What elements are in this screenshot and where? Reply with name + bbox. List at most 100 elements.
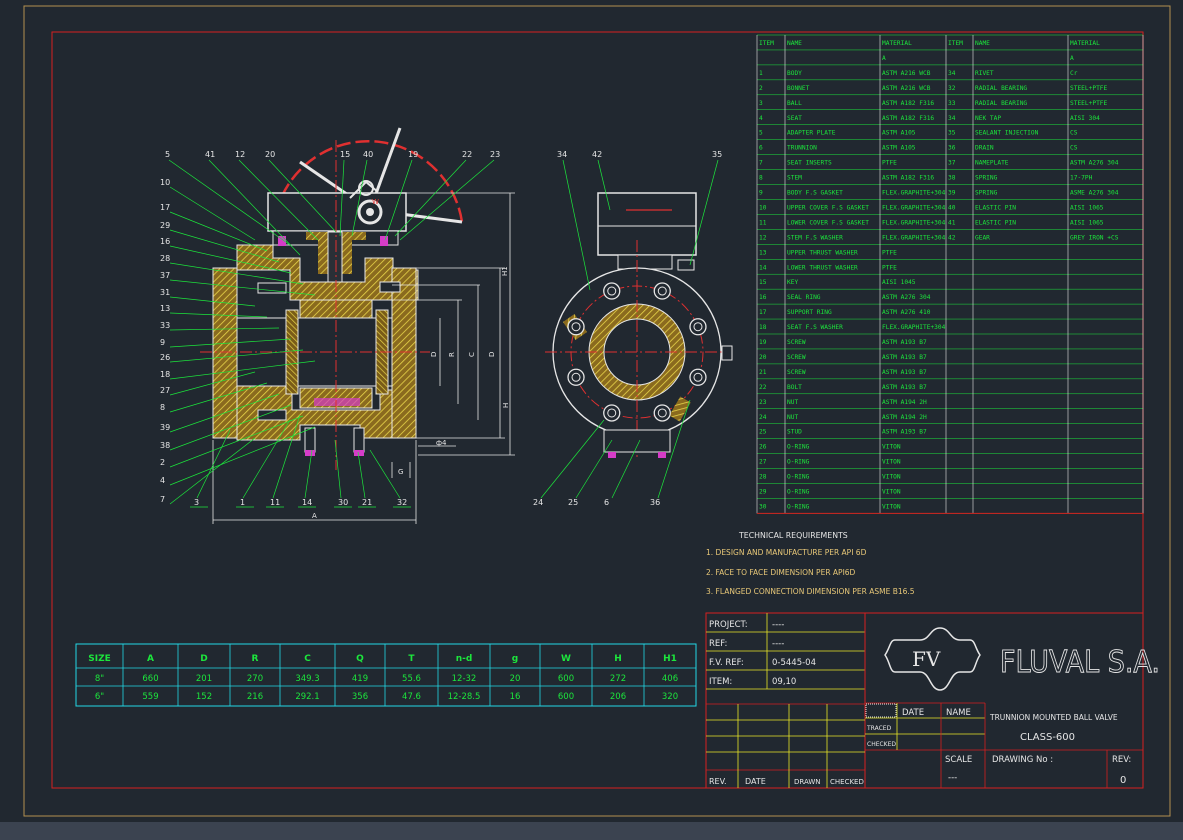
- project-field-label: ITEM:: [709, 677, 732, 687]
- side-view-leader-lines: [168, 159, 495, 508]
- parts-item-name: BONNET: [787, 85, 810, 92]
- leader-line: [689, 159, 719, 266]
- bolt-hole: [689, 368, 707, 386]
- parts-item-name: ADAPTER PLATE: [787, 130, 836, 137]
- parts-item-name: BALL: [787, 100, 802, 107]
- parts-item-number: 42: [948, 234, 956, 241]
- leader-line: [304, 449, 313, 499]
- size-table-header: g: [512, 654, 518, 664]
- logo-bracket-right: [939, 627, 981, 691]
- parts-item-material: STEEL+PTFE: [1070, 100, 1108, 107]
- dim-label-a: A: [312, 512, 317, 520]
- parts-item-number: 28: [759, 474, 767, 481]
- parts-item-number: 22: [759, 384, 767, 391]
- leader-line: [384, 159, 413, 241]
- leader-line: [238, 159, 319, 241]
- project-field-label: REF:: [709, 639, 727, 649]
- logo-company-name: FLUVAL S.A.: [1000, 645, 1160, 680]
- parts-item-number: 11: [759, 219, 767, 226]
- parts-item-number: 5: [759, 130, 763, 137]
- leader-line: [339, 159, 345, 237]
- bolt-nut: [571, 322, 581, 332]
- tech-req-item: 3. FLANGED CONNECTION DIMENSION PER ASME…: [706, 587, 915, 596]
- balloon-label: 30: [338, 498, 348, 507]
- parts-item-material: Cr: [1070, 70, 1078, 77]
- parts-item-number: 9: [759, 190, 763, 197]
- size-table-cell: 12-28.5: [448, 692, 481, 702]
- dim-label-h: H: [502, 403, 510, 408]
- bolt-nut: [657, 408, 667, 418]
- size-table-cell: 292.1: [295, 692, 319, 702]
- company-logo: FV FLUVAL S.A.: [884, 627, 1160, 691]
- parts-item-number: 34: [948, 70, 956, 77]
- balloon-label: 7: [160, 495, 165, 504]
- tb-scale-label: SCALE: [945, 755, 972, 765]
- parts-item-name: STEM: [787, 175, 802, 182]
- parts-item-number: 19: [759, 339, 767, 346]
- leader-line: [242, 419, 291, 499]
- end-view: [545, 192, 733, 460]
- parts-header: MATERIAL: [882, 40, 912, 47]
- size-table-header: n-d: [456, 654, 473, 664]
- leader-line: [351, 159, 368, 237]
- parts-item-number: 15: [759, 279, 767, 286]
- parts-item-name: TRUNNION: [787, 145, 817, 152]
- bolt-hole: [567, 368, 585, 386]
- leader-line: [394, 159, 467, 237]
- parts-item-material: AISI 304: [1070, 115, 1100, 122]
- parts-item-material: VITON: [882, 444, 901, 451]
- size-table-header: H1: [663, 654, 677, 664]
- parts-item-material: ASTM A216 WCB: [882, 70, 931, 77]
- size-table-header: C: [304, 654, 311, 664]
- balloon-label: 31: [160, 288, 170, 297]
- parts-item-material: PTFE: [882, 249, 897, 256]
- parts-item-material: AISI 1065: [1070, 219, 1104, 226]
- parts-item-material: VITON: [882, 503, 901, 510]
- parts-item-material: VITON: [882, 489, 901, 496]
- leader-line: [169, 229, 280, 263]
- parts-item-number: 30: [759, 503, 767, 510]
- parts-item-material: ASTM A193 B7: [882, 429, 927, 436]
- size-table-cell: 6": [95, 692, 104, 702]
- parts-item-number: 25: [759, 429, 767, 436]
- rev-header: REV.: [709, 777, 727, 786]
- size-table-header: R: [252, 654, 259, 664]
- bolt-hole: [603, 404, 621, 422]
- size-table-cell: 270: [247, 674, 263, 684]
- balloon-label: 39: [160, 423, 170, 432]
- status-bar: [0, 822, 1183, 840]
- parts-item-material: VITON: [882, 474, 901, 481]
- parts-item-material: ASTM A182 F316: [882, 175, 934, 182]
- parts-item-material: ASTM A193 B7: [882, 339, 927, 346]
- bolt-hole: [653, 282, 671, 300]
- parts-item-material: FLEX.GRAPHITE+304: [882, 234, 946, 241]
- parts-item-name: UPPER THRUST WASHER: [787, 249, 858, 256]
- balloon-label: 1: [240, 498, 245, 507]
- tb-checked-label: CHECKED: [867, 741, 896, 748]
- parts-item-number: 38: [948, 175, 956, 182]
- leader-line: [611, 439, 641, 499]
- balloon-label: 14: [302, 498, 312, 507]
- parts-item-number: 33: [948, 100, 956, 107]
- parts-item-material: ASTM A216 WCB: [882, 85, 931, 92]
- parts-item-name: LOWER COVER F.S GASKET: [787, 219, 869, 226]
- bolt-hole: [653, 404, 671, 422]
- gearbox-hub: [357, 199, 383, 225]
- size-table-header: D: [200, 654, 207, 664]
- leader-line: [169, 349, 304, 363]
- parts-item-name: NAMEPLATE: [975, 160, 1009, 167]
- parts-item-number: 3: [759, 100, 763, 107]
- parts-item-name: DRAIN: [975, 145, 994, 152]
- project-info-block: PROJECT:----REF:----F.V. REF:0-5445-04IT…: [706, 613, 865, 690]
- project-field-label: PROJECT:: [709, 620, 748, 630]
- parts-item-number: 41: [948, 219, 956, 226]
- parts-item-number: 39: [948, 190, 956, 197]
- parts-item-number: 12: [759, 234, 767, 241]
- leader-line: [169, 327, 280, 331]
- parts-item-material: ASTM A194 2H: [882, 414, 927, 421]
- sheet-outer-border: [23, 5, 1171, 817]
- size-table-header: SIZE: [88, 654, 111, 664]
- parts-item-number: 24: [759, 414, 767, 421]
